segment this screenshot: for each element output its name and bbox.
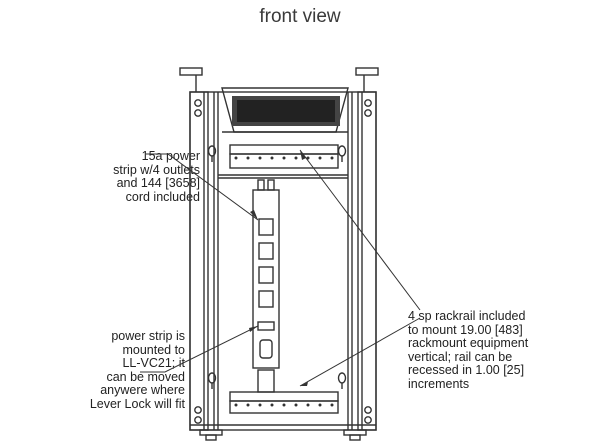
right-handle <box>355 67 379 92</box>
top-vent-hatch <box>232 96 340 126</box>
bottom-rackrail <box>229 391 339 414</box>
page-title: front view <box>259 6 341 27</box>
right-post <box>357 91 377 431</box>
power-strip <box>252 179 280 393</box>
right-foot <box>343 429 367 441</box>
callout-power-strip: 15a power strip w/4 outlets and 144 [365… <box>113 149 200 204</box>
left-foot <box>199 429 223 441</box>
callout-mounted-location: power strip is mounted to LL-VC21; it ca… <box>89 329 185 411</box>
callout-rackrail: 4 sp rackrail included to mount 19.00 [4… <box>408 309 529 391</box>
arrowhead <box>249 326 258 332</box>
left-post <box>189 91 209 431</box>
left-handle <box>179 67 203 92</box>
arrowhead <box>250 210 258 220</box>
top-rackrail <box>229 144 339 169</box>
leader-lines <box>140 149 421 387</box>
arrowhead <box>300 382 308 386</box>
arrowhead <box>300 150 306 160</box>
